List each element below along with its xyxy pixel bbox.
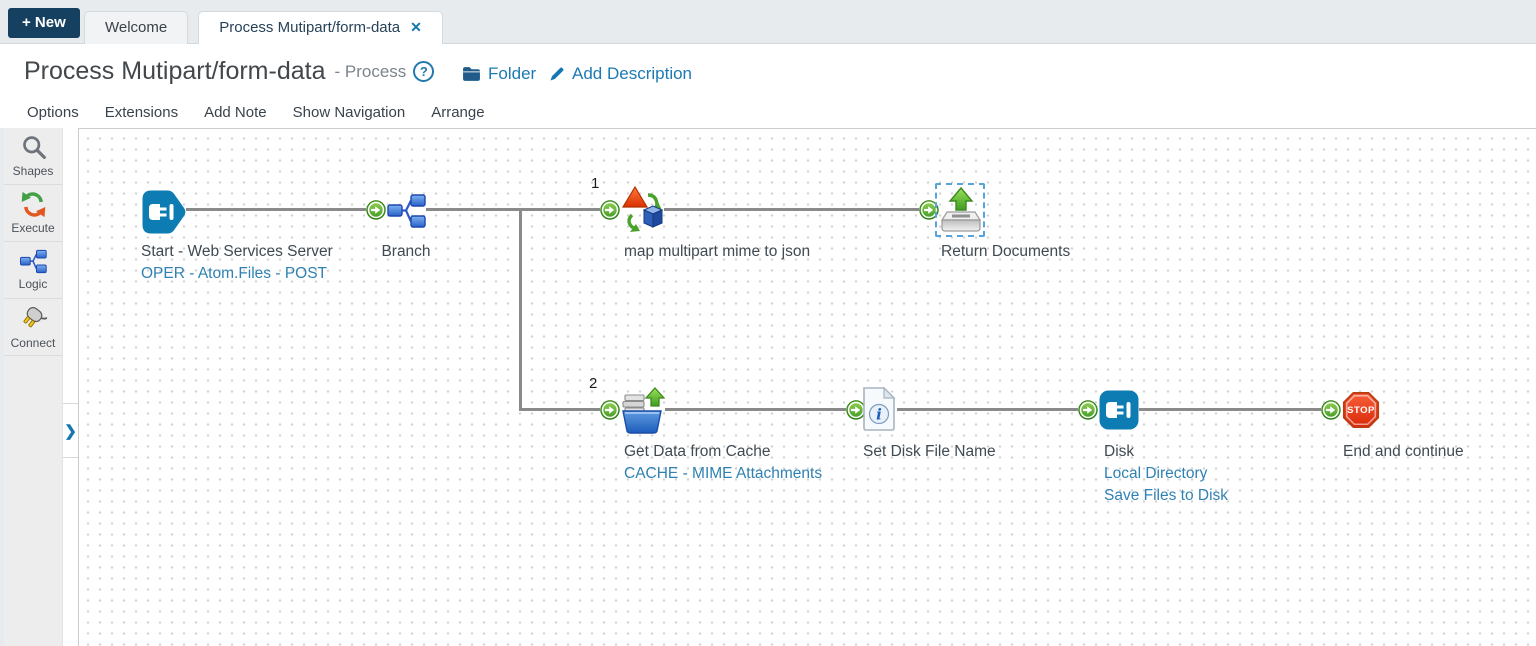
get-cache-link: CACHE - MIME Attachments — [624, 465, 823, 482]
page-type-label: - Process — [334, 61, 407, 81]
execute-arrows-icon — [20, 191, 47, 218]
tool-connect[interactable]: Connect — [4, 299, 62, 356]
edge-setname-disk — [897, 408, 1078, 411]
shape-tool-panel: Shapes Execute Logic Connect — [4, 128, 63, 646]
start-shape[interactable] — [141, 189, 187, 235]
panel-collapse-strip: ❯ — [63, 128, 78, 646]
menu-extensions[interactable]: Extensions — [104, 104, 179, 121]
disk-directory-link: Local Directory — [1104, 465, 1208, 482]
port-arrow-icon[interactable] — [1321, 400, 1341, 420]
get-cache-label: Get Data from Cache CACHE - MIME Attachm… — [624, 441, 822, 485]
edge-map-return — [664, 208, 919, 211]
edge-branch-vertical — [519, 208, 522, 411]
stop-sign-label: STOP — [1347, 405, 1375, 416]
branch-icon — [19, 249, 47, 274]
plug-icon — [19, 305, 47, 333]
branch-number-1: 1 — [591, 175, 600, 192]
disk-title: Disk — [1104, 443, 1135, 460]
map-shape[interactable] — [620, 185, 666, 233]
port-arrow-icon[interactable] — [366, 200, 386, 220]
menu-options[interactable]: Options — [27, 104, 79, 121]
branch-number-2: 2 — [589, 375, 598, 392]
menu-add-note[interactable]: Add Note — [204, 104, 267, 121]
get-data-from-cache-shape[interactable] — [619, 386, 665, 434]
expand-panel-chevron-icon[interactable]: ❯ — [63, 403, 78, 458]
tool-execute[interactable]: Execute — [4, 185, 62, 242]
tab-welcome[interactable]: Welcome — [84, 11, 189, 44]
tab-strip: Welcome Process Mutipart/form-data ✕ — [84, 11, 443, 44]
port-arrow-icon[interactable] — [600, 200, 620, 220]
tool-connect-label: Connect — [10, 335, 56, 350]
branch-label: Branch — [381, 243, 431, 260]
pencil-icon — [549, 66, 565, 82]
set-disk-file-name-label: Set Disk File Name — [863, 443, 996, 460]
help-icon[interactable]: ? — [413, 61, 435, 82]
folder-link-label: Folder — [488, 64, 537, 83]
process-canvas[interactable]: 1 2 STOP Start - Web Services Server OPE… — [78, 128, 1536, 646]
tab-bar: + New Welcome Process Mutipart/form-data… — [0, 0, 1536, 44]
title-row: Process Mutipart/form-data - Process ? — [24, 57, 435, 86]
folder-icon — [462, 66, 481, 82]
tool-logic[interactable]: Logic — [4, 242, 62, 299]
add-description-label: Add Description — [572, 64, 693, 83]
edge-branch-cache — [519, 408, 600, 411]
disk-action-link: Save Files to Disk — [1104, 487, 1229, 504]
tab-process-label: Process Mutipart/form-data — [219, 19, 401, 36]
return-documents-shape[interactable] — [939, 186, 983, 236]
end-label: End and continue — [1343, 443, 1464, 460]
page-title: Process Mutipart/form-data — [24, 57, 326, 85]
menu-show-navigation[interactable]: Show Navigation — [292, 104, 406, 121]
return-documents-label: Return Documents — [941, 243, 1071, 260]
disk-connector-shape[interactable] — [1099, 390, 1139, 430]
port-arrow-icon[interactable] — [1078, 400, 1098, 420]
disk-label: Disk Local Directory Save Files to Disk — [1104, 441, 1228, 507]
process-header: Process Mutipart/form-data - Process ? F… — [0, 44, 1536, 128]
close-tab-icon[interactable]: ✕ — [410, 19, 422, 35]
tool-shapes-label: Shapes — [12, 164, 54, 178]
add-description-link[interactable]: Add Description — [549, 64, 692, 84]
get-cache-title: Get Data from Cache — [624, 443, 771, 460]
tool-shapes[interactable]: Shapes — [4, 128, 62, 185]
selection-box — [935, 183, 985, 237]
edge-start-branch — [186, 208, 366, 211]
tab-welcome-label: Welcome — [105, 19, 168, 36]
process-menubar: Options Extensions Add Note Show Navigat… — [27, 104, 485, 121]
tool-execute-label: Execute — [11, 221, 55, 235]
start-operation-link: OPER - Atom.Files - POST — [141, 265, 328, 282]
set-disk-file-name-shape[interactable] — [861, 386, 897, 432]
end-shape[interactable]: STOP — [1342, 391, 1380, 429]
folder-link[interactable]: Folder — [462, 64, 536, 84]
edge-branch-map — [426, 208, 600, 211]
branch-shape[interactable] — [386, 193, 426, 229]
new-button[interactable]: + New — [8, 8, 80, 38]
map-label: map multipart mime to json — [624, 243, 811, 260]
port-arrow-icon[interactable] — [600, 400, 620, 420]
edge-disk-end — [1139, 408, 1321, 411]
edge-cache-setname — [665, 408, 846, 411]
start-label: Start - Web Services Server OPER - Atom.… — [141, 241, 333, 285]
menu-arrange[interactable]: Arrange — [431, 104, 485, 121]
magnifier-icon — [20, 134, 47, 161]
start-title: Start - Web Services Server — [141, 243, 333, 260]
left-margin-strip — [0, 128, 4, 646]
tab-process[interactable]: Process Mutipart/form-data ✕ — [198, 11, 443, 44]
tool-logic-label: Logic — [18, 277, 48, 291]
